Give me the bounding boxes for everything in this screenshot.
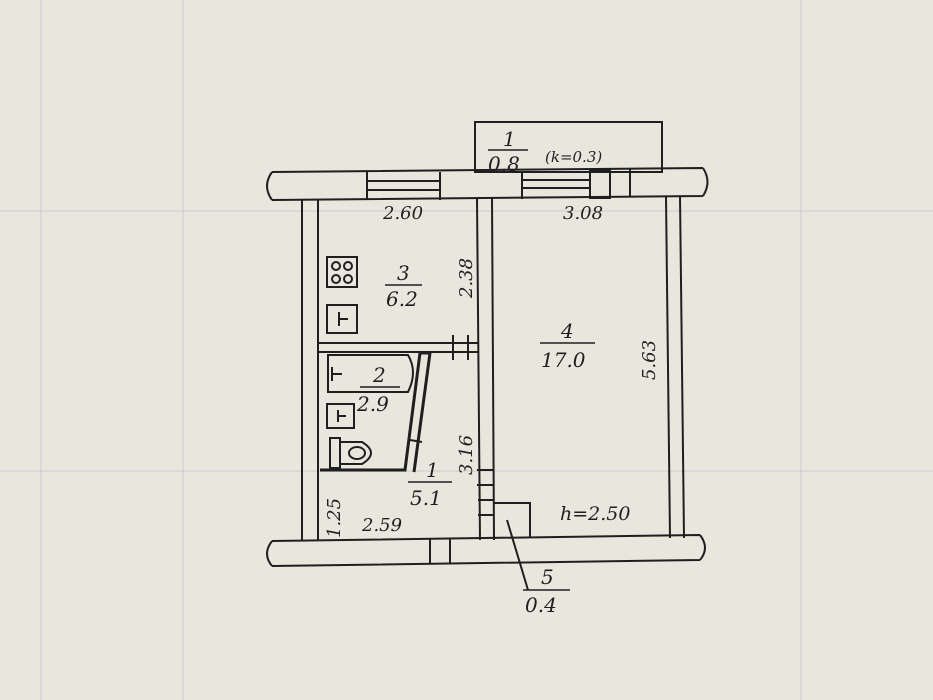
dimension-label: 2.60 [382,203,423,224]
room-coefficient: (k=0.3) [545,148,602,166]
ceiling-height-label: h=2.50 [560,503,630,525]
dimension-label: 2.38 [456,258,477,299]
room-area: 0.4 [525,593,557,617]
paper-rule-line [800,0,802,700]
left-outer-wall [301,200,319,540]
dimension-label: 2.59 [361,515,402,536]
room-area: 0.8 [488,152,520,176]
interior-partition-wall [476,197,495,541]
room-area: 5.1 [410,486,442,510]
closet-outline [494,502,531,538]
bathroom-sink [326,403,355,429]
paper-rule-line [182,0,184,700]
partition-hatch [477,469,494,516]
right-outer-wall [665,195,685,539]
paper-rule-line [0,210,933,212]
top-outer-wall [266,167,709,201]
bathroom-door-mark [409,439,423,443]
room-number: 4 [560,319,574,343]
balcony-door-window [521,169,631,199]
dimension-label: 5.63 [639,340,660,380]
bathtub [327,354,414,393]
toilet [329,437,372,469]
bathroom-wall [320,351,432,473]
window [366,172,441,200]
balcony-outline [474,121,663,173]
room-number: 3 [397,261,410,285]
room-area: 17.0 [541,348,586,372]
room-number: 2 [372,363,386,387]
closet-leader [506,519,529,591]
dimension-label: 3.16 [456,435,477,475]
room-number: 1 [503,127,516,151]
dimension-label: 1.25 [324,498,345,538]
room-number: 1 [426,458,439,482]
stove-icon [326,256,358,288]
bottom-outer-wall [266,534,706,567]
paper-rule-line [0,470,933,472]
paper-rule-line [40,0,42,700]
kitchen-partition-wall [318,342,478,353]
dimension-label: 3.08 [563,203,603,224]
room-area: 6.2 [386,287,418,311]
kitchen-sink [326,304,358,334]
room-number: 5 [541,565,554,589]
room-area: 2.9 [356,392,389,416]
